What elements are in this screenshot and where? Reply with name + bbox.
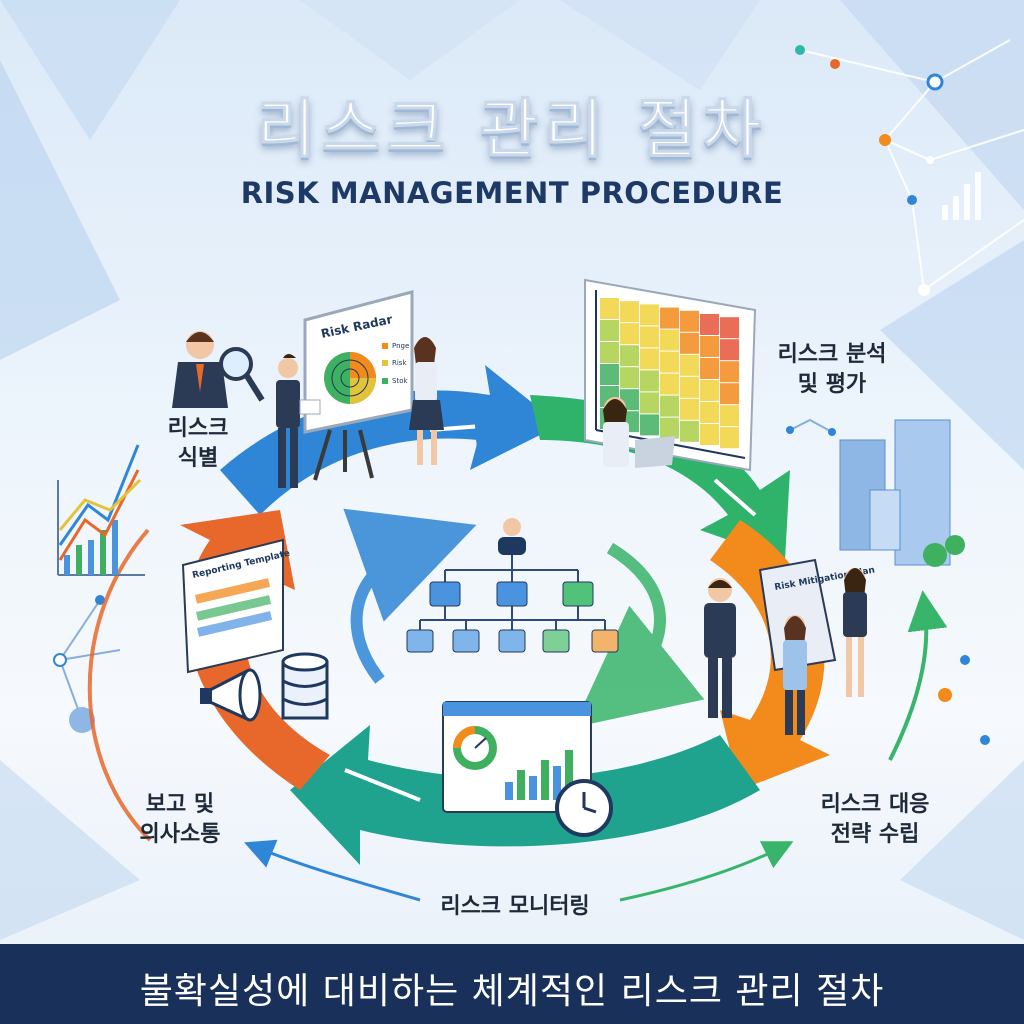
heatmap-cell <box>680 354 699 376</box>
heatmap-cell <box>660 329 679 351</box>
heatmap-cell <box>680 420 699 442</box>
team-man <box>704 578 736 718</box>
magnifier-icon <box>219 347 265 402</box>
heatmap-cell <box>680 332 699 354</box>
heatmap-cell <box>720 317 739 339</box>
heatmap-cell <box>700 380 719 401</box>
heatmap-cell <box>660 373 679 395</box>
heatmap-cell <box>600 342 619 363</box>
cycle-arrow-identify <box>220 365 560 515</box>
outer-arc-left <box>87 528 152 842</box>
heatmap-cell <box>660 395 679 417</box>
inner-arrow-right <box>573 542 705 728</box>
presentation-board-icon: Risk Radar Pnge Risk Stok <box>303 290 414 481</box>
building-icon <box>839 419 965 567</box>
heatmap-cell <box>640 370 659 392</box>
heatmap-cell <box>720 427 739 449</box>
heatmap-cell <box>700 336 719 357</box>
presenter-woman <box>409 337 444 465</box>
heatmap-cell <box>600 364 619 385</box>
heatmap-cell <box>660 307 679 329</box>
heatmap-cell <box>680 310 699 332</box>
heatmap-cell <box>700 424 719 445</box>
step-label-identify: 리스크 식별 <box>167 416 229 471</box>
team-woman-1 <box>783 615 807 735</box>
heatmap-icon <box>584 278 757 472</box>
dashboard-bar <box>553 766 561 800</box>
database-icon <box>281 652 329 720</box>
outer-arrow-bottom-left <box>244 839 421 902</box>
clock-icon <box>555 779 613 837</box>
trend-chart-icon <box>57 444 145 576</box>
analyst-man <box>172 331 228 408</box>
heatmap-cell <box>660 351 679 373</box>
radar-legend-3: Stok <box>392 377 408 385</box>
heatmap-cell <box>600 320 619 341</box>
heatmap-cell <box>720 383 739 405</box>
heatmap-cell <box>640 392 659 414</box>
heatmap-cell <box>620 367 639 389</box>
step-label-analyze: 리스크 분석 및 평가 <box>777 342 887 397</box>
dashboard-bar <box>541 760 549 800</box>
heatmap-cell <box>660 417 679 439</box>
presenter-man <box>276 354 321 488</box>
heatmap-cell <box>620 301 639 323</box>
outer-arrow-bottom-right <box>619 841 794 902</box>
inner-arrow-left <box>343 508 477 684</box>
page-subtitle: RISK MANAGEMENT PROCEDURE <box>240 176 784 210</box>
radar-legend-1: Pnge <box>392 342 409 350</box>
dashboard-bar <box>529 776 537 800</box>
outer-arc-right <box>888 590 948 761</box>
radar-legend-2: Risk <box>392 359 407 367</box>
step-label-respond: 리스크 대응 전략 수립 <box>820 792 930 847</box>
heatmap-cell <box>680 398 699 420</box>
heatmap-cell <box>720 405 739 427</box>
dashboard-bar <box>565 750 573 800</box>
dashboard-bar <box>517 770 525 800</box>
heatmap-cell <box>620 345 639 367</box>
team-woman-2 <box>843 568 867 697</box>
heatmap-cell <box>640 348 659 370</box>
dashboard-icon <box>442 701 592 813</box>
heatmap-cell <box>720 361 739 383</box>
heatmap-cell <box>600 298 619 319</box>
org-chart-icon <box>406 518 619 653</box>
footer-text: 불확실성에 대비하는 체계적인 리스크 관리 절차 <box>139 971 885 1012</box>
heatmap-cell <box>640 304 659 326</box>
heatmap-cell <box>700 314 719 335</box>
heatmap-cell <box>700 402 719 423</box>
analyst-woman-laptop <box>603 397 675 468</box>
megaphone-icon <box>200 668 262 722</box>
heatmap-cell <box>640 326 659 348</box>
reporting-template-icon: Reporting Template <box>181 538 291 674</box>
step-label-monitor: 리스크 모니터링 <box>440 894 590 919</box>
heatmap-cell <box>700 358 719 379</box>
footer-banner <box>0 944 1024 1024</box>
heatmap-cell <box>680 376 699 398</box>
step-label-report: 보고 및 의사소통 <box>139 792 221 847</box>
heatmap-cell <box>640 414 659 436</box>
page-title: 리스크 관리 절차 <box>256 93 768 168</box>
dashboard-bar <box>505 782 513 800</box>
heatmap-cell <box>620 323 639 345</box>
heatmap-cell <box>720 339 739 361</box>
